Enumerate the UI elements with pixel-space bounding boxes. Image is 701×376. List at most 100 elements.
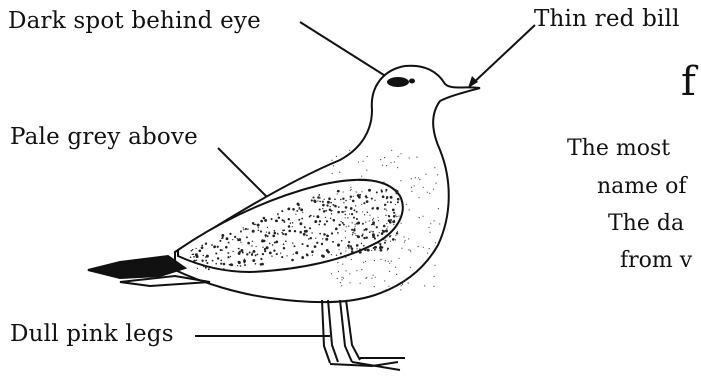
body-dot	[379, 232, 380, 233]
body-dot	[434, 276, 435, 277]
body-dot	[419, 217, 420, 218]
arrowhead-bill	[468, 76, 478, 88]
wing-dot	[205, 260, 207, 262]
wing-dot	[227, 256, 229, 258]
wing-dot	[321, 254, 324, 257]
wing-dot	[318, 194, 320, 196]
wing-dot	[395, 192, 398, 195]
body-dot	[373, 275, 374, 276]
wing-dot	[228, 252, 229, 253]
wing-dot	[382, 230, 385, 233]
wing-dot	[353, 209, 355, 211]
wing-dot	[252, 230, 255, 233]
wing-dot	[198, 249, 201, 252]
body-dot	[353, 196, 354, 197]
body-dot	[418, 246, 419, 247]
wing-dot	[295, 214, 296, 215]
body-dot	[340, 282, 341, 283]
wing-dot	[272, 235, 275, 238]
body-dot	[349, 282, 350, 283]
wing-dot	[393, 212, 395, 214]
wing-dot	[215, 252, 217, 254]
wing-dot	[275, 220, 277, 222]
wing-dot	[383, 225, 386, 228]
wing-dot	[392, 209, 395, 212]
body-dot	[361, 176, 362, 177]
wing-dot	[364, 249, 367, 252]
body-dot	[438, 208, 439, 209]
wing-dot	[249, 252, 251, 254]
body-dot	[371, 278, 372, 279]
wing-dot	[312, 254, 313, 255]
wing-dot	[277, 233, 278, 234]
wing-dot	[288, 225, 291, 228]
body-dot	[331, 273, 332, 274]
wing-dot	[363, 245, 365, 247]
wing-dot	[299, 222, 302, 225]
body-dot	[396, 274, 397, 275]
body-dot	[338, 271, 339, 272]
body-dot	[386, 223, 387, 224]
wing-dot	[339, 224, 341, 226]
body-dot	[397, 231, 398, 232]
body-dot	[373, 218, 374, 219]
wing-dot	[314, 245, 317, 248]
wing-dot	[335, 228, 338, 231]
body-dot	[439, 223, 440, 224]
wing-dot	[395, 239, 396, 240]
wing-dot	[377, 208, 378, 209]
wing-dot	[309, 216, 311, 218]
leader-line-eye	[300, 22, 395, 82]
body-dot	[405, 240, 406, 241]
wing-dot	[393, 224, 394, 225]
body-dot	[389, 271, 390, 272]
wing-dot	[273, 250, 275, 252]
wing-dot	[251, 245, 252, 246]
side-glyph: f	[681, 62, 696, 102]
wing-dot	[197, 268, 198, 269]
wing-dot	[302, 212, 303, 213]
wing-dot	[338, 206, 340, 208]
wing-dot	[262, 253, 264, 255]
wing-dot	[196, 259, 198, 261]
wing-dot	[326, 220, 328, 222]
wing-dot	[367, 249, 370, 252]
body-dot	[408, 249, 409, 250]
wing-dot	[246, 253, 248, 255]
body-dot	[355, 235, 356, 236]
wing-dot	[240, 249, 243, 252]
wing-dot	[321, 243, 323, 245]
wing-dot	[362, 233, 364, 235]
body-dot	[380, 159, 381, 160]
wing-dot	[340, 252, 342, 254]
wing-dot	[353, 229, 356, 232]
body-dot	[356, 270, 357, 271]
wing-dot	[397, 201, 399, 203]
wing-dot	[365, 236, 367, 238]
wing-dot	[385, 215, 386, 216]
body-dot	[351, 259, 352, 260]
wing-dot	[208, 268, 210, 270]
wing-dot	[309, 227, 311, 229]
body-dot	[418, 177, 419, 178]
wing-dot	[313, 216, 314, 217]
wing-dot	[283, 243, 285, 245]
body-dot	[394, 220, 395, 221]
body-dot	[395, 214, 396, 215]
wing-dot	[205, 243, 207, 245]
body-dot	[436, 183, 437, 184]
wing-dot	[343, 202, 344, 203]
body-dot	[391, 150, 392, 151]
wing-dot	[269, 243, 271, 245]
body-dot	[401, 248, 402, 249]
body-dot	[387, 226, 388, 227]
body-dot	[332, 173, 333, 174]
wing-dot	[271, 255, 272, 256]
wing-dot	[388, 215, 390, 217]
body-dot	[390, 162, 391, 163]
wing-dot	[201, 245, 203, 247]
wing-dot	[378, 242, 379, 243]
body-dot	[404, 242, 405, 243]
wing-dot	[337, 232, 339, 234]
